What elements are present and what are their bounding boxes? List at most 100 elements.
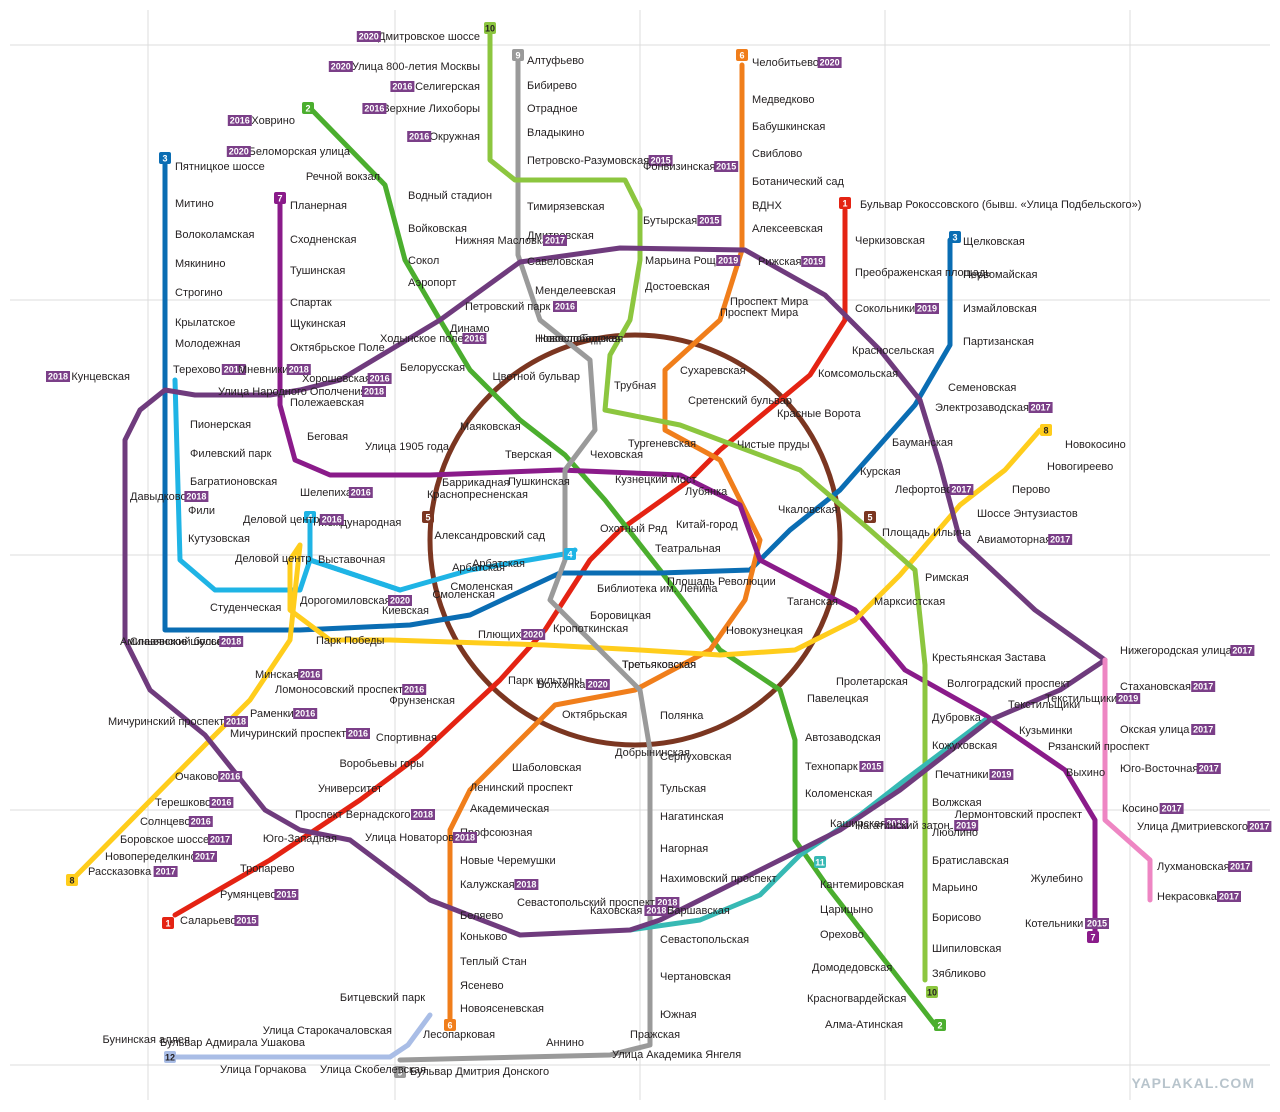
station[interactable]: Смоленская <box>450 581 513 593</box>
station[interactable]: Водный стадион <box>408 190 492 202</box>
station[interactable]: Нахимовский проспект <box>660 873 777 885</box>
station[interactable]: Орехово <box>820 929 864 941</box>
station[interactable]: Ясенево <box>460 980 504 992</box>
station[interactable]: Ботанический сад <box>752 176 844 188</box>
station[interactable]: Комсомольская <box>818 368 898 380</box>
station[interactable]: Бабушкинская <box>752 121 825 133</box>
station[interactable]: Добрынинская <box>615 747 690 759</box>
station[interactable]: Профсоюзная <box>460 827 532 839</box>
station[interactable]: Киевская <box>382 605 429 617</box>
station[interactable]: Сретенский бульвар <box>688 395 792 407</box>
station[interactable]: Марксистская <box>874 596 945 608</box>
station[interactable]: Домодедовская <box>812 962 892 974</box>
station[interactable]: ВДНХ <box>752 200 782 212</box>
station[interactable]: Пушкинская <box>508 476 570 488</box>
station[interactable]: Измайловская <box>963 303 1037 315</box>
station[interactable]: Улица Скобелевская <box>320 1064 426 1076</box>
station[interactable]: Кузьминки <box>1019 725 1072 737</box>
station[interactable]: Лермонтовский проспект <box>955 809 1082 821</box>
station[interactable]: Бибирево <box>527 80 577 92</box>
station[interactable]: Тургеневская <box>628 438 696 450</box>
station[interactable]: Царицыно <box>820 904 873 916</box>
station[interactable]: Боровицкая <box>590 610 651 622</box>
station[interactable]: Кутузовская <box>188 533 250 545</box>
station[interactable]: Аэропорт <box>408 277 456 289</box>
station[interactable]: Улица Старокачаловская <box>263 1025 392 1037</box>
station[interactable]: Третьяковская <box>622 659 696 671</box>
station[interactable]: Текстильщики <box>1008 699 1080 711</box>
station[interactable]: Щелковская <box>963 236 1025 248</box>
station[interactable]: Смоленская <box>432 589 495 601</box>
station[interactable]: Улица Академика Янгеля <box>612 1049 741 1061</box>
station[interactable]: Бульвар Дмитрия Донского <box>410 1066 549 1078</box>
station[interactable]: Красносельская <box>852 345 934 357</box>
station[interactable]: Спартак <box>290 297 332 309</box>
station[interactable]: Теплый Стан <box>460 956 527 968</box>
station[interactable]: Партизанская <box>963 336 1034 348</box>
station[interactable]: Варшавская <box>667 905 730 917</box>
station[interactable]: Бульвар Рокоссовского (бывш. «Улица Подб… <box>860 199 1141 211</box>
station[interactable]: Пионерская <box>190 419 251 431</box>
station[interactable]: Волжская <box>932 797 982 809</box>
station[interactable]: Площадь Ильича <box>882 527 972 539</box>
station[interactable]: Волгоградский проспект <box>947 678 1071 690</box>
station[interactable]: Борисово <box>932 912 981 924</box>
station[interactable]: Чеховская <box>590 449 643 461</box>
station[interactable]: Молодежная <box>175 338 241 350</box>
station[interactable]: Щукинская <box>290 318 346 330</box>
station[interactable]: Славянский бульвар <box>130 636 235 648</box>
station[interactable]: Нагорная <box>660 843 708 855</box>
station[interactable]: Библиотека им. Ленина <box>597 583 718 595</box>
station[interactable]: Сходненская <box>290 234 357 246</box>
station[interactable]: Таганская <box>787 596 838 608</box>
station[interactable]: Деловой центр <box>235 553 311 565</box>
station[interactable]: Фили <box>188 505 215 517</box>
station[interactable]: Братиславская <box>932 855 1009 867</box>
station[interactable]: Цветной бульвар <box>493 371 580 383</box>
station[interactable]: Фрунзенская <box>389 695 455 707</box>
station[interactable]: Тверская <box>505 449 552 461</box>
station[interactable]: Красногвардейская <box>807 993 906 1005</box>
station[interactable]: Медведково <box>752 94 815 106</box>
station[interactable]: Шипиловская <box>932 943 1001 955</box>
station[interactable]: Планерная <box>290 200 347 212</box>
station[interactable]: Театральная <box>655 543 721 555</box>
station[interactable]: Шаболовская <box>512 762 581 774</box>
station[interactable]: Пятницкое шоссе <box>175 161 265 173</box>
station[interactable]: Кропоткинская <box>553 623 628 635</box>
station[interactable]: Университет <box>318 783 382 795</box>
station[interactable]: Битцевский парк <box>340 992 425 1004</box>
station[interactable]: Римская <box>925 572 969 584</box>
station[interactable]: Полянка <box>660 710 704 722</box>
station[interactable]: Спортивная <box>376 732 437 744</box>
